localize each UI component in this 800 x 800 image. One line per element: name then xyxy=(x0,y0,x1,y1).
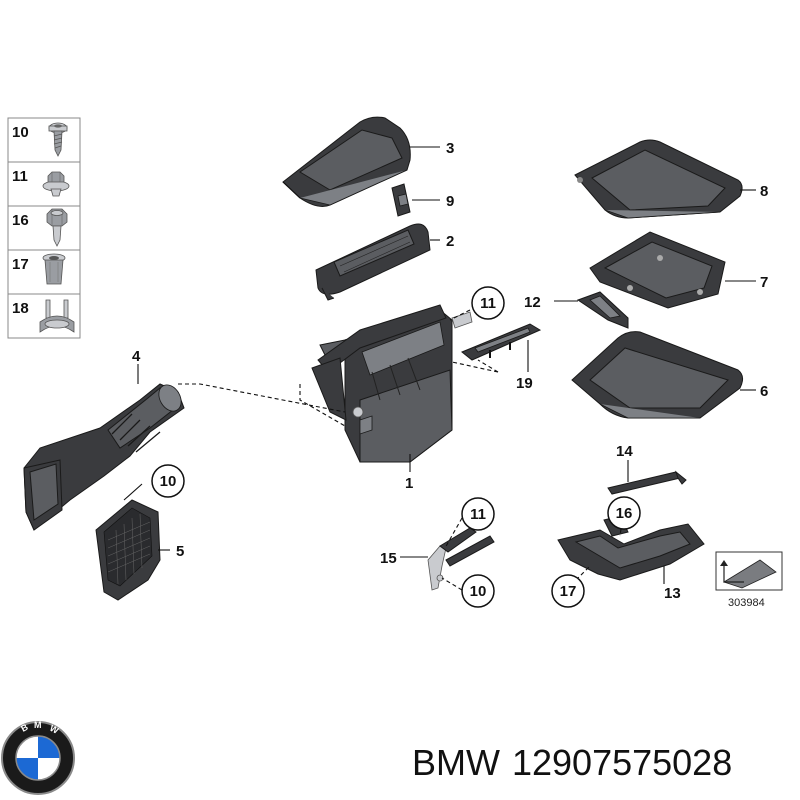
legend-number: 18 xyxy=(12,300,29,317)
callout-11: 11 xyxy=(470,506,486,523)
callout-2: 2 xyxy=(446,233,454,250)
reference-number: 303984 xyxy=(728,597,765,609)
callout-10: 10 xyxy=(160,473,177,490)
part-6-bottom-tray xyxy=(571,331,744,419)
callout-12: 12 xyxy=(524,294,541,311)
callout-19: 19 xyxy=(516,375,533,392)
callout-11: 11 xyxy=(480,295,496,312)
part-14-bracket xyxy=(607,470,687,495)
part-7-tray xyxy=(589,231,726,309)
callout-9: 9 xyxy=(446,193,454,210)
callouts: 3 9 2 1 4 5 8 7 6 12 19 14 13 15 11 10 1… xyxy=(132,140,768,608)
expanding-nut-icon xyxy=(42,253,66,285)
callout-4: 4 xyxy=(132,348,141,365)
reference-symbol xyxy=(715,551,783,591)
callout-3: 3 xyxy=(446,140,454,157)
svg-text:B: B xyxy=(19,722,30,734)
bmw-logo-icon: B M W xyxy=(1,720,75,795)
hex-nut-icon xyxy=(46,208,68,247)
callout-8: 8 xyxy=(760,183,768,200)
part-5-air-guide xyxy=(95,499,161,601)
fastener-legend: 10 11 16 17 18 xyxy=(7,117,81,339)
callout-17: 17 xyxy=(560,583,577,600)
brand-name: BMW xyxy=(412,742,500,783)
legend-number: 11 xyxy=(12,168,28,185)
part-2-connector-frame xyxy=(315,223,431,301)
clamp-clip-icon xyxy=(39,299,75,333)
part-number: 12907575028 xyxy=(511,742,733,783)
part-19-strip xyxy=(461,323,542,361)
part-3-cover xyxy=(282,116,411,207)
screw-icon xyxy=(48,122,68,157)
part-15-bracket xyxy=(427,527,495,591)
callout-16: 16 xyxy=(616,505,633,522)
callout-1: 1 xyxy=(405,475,413,492)
part-12-bracket xyxy=(576,291,629,329)
callout-6: 6 xyxy=(760,383,768,400)
legend-number: 10 xyxy=(12,124,29,141)
part-8-lid xyxy=(574,139,743,219)
callout-10: 10 xyxy=(470,583,487,600)
leader-lines xyxy=(123,146,756,591)
callout-5: 5 xyxy=(176,543,184,560)
part-1-electronics-box xyxy=(311,304,473,463)
callout-13: 13 xyxy=(664,585,681,602)
legend-number: 17 xyxy=(12,256,29,273)
callout-7: 7 xyxy=(760,274,768,291)
callout-14: 14 xyxy=(616,443,633,460)
footer-title: BMW 12907575028 xyxy=(412,742,744,784)
svg-text:M: M xyxy=(34,720,42,730)
flange-nut-icon xyxy=(42,171,70,197)
callout-15: 15 xyxy=(380,550,397,567)
part-4-air-duct xyxy=(23,383,185,531)
legend-number: 16 xyxy=(12,212,29,229)
part-9-bracket xyxy=(391,183,411,217)
